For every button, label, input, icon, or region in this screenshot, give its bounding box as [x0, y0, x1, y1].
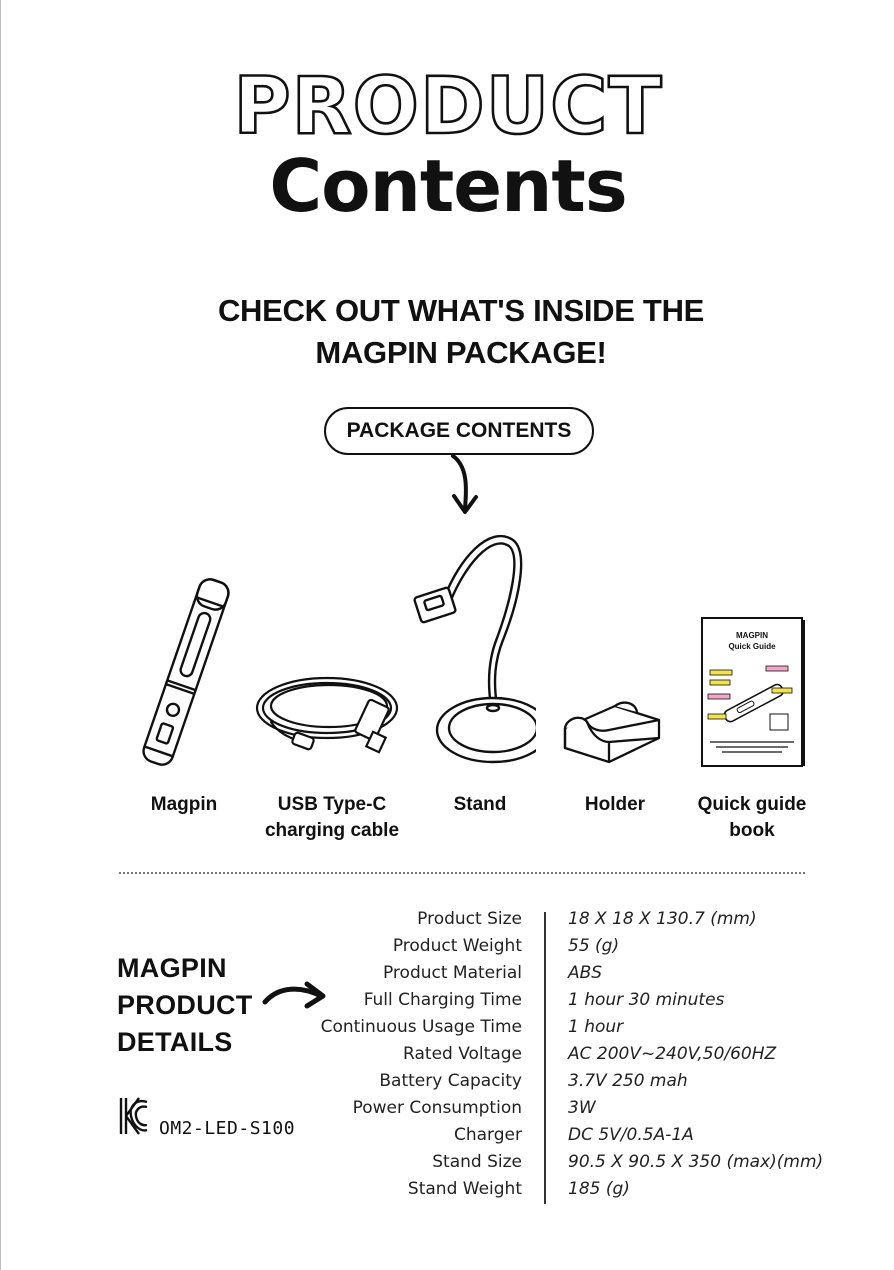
title-product: PRODUCT	[232, 62, 663, 152]
spec-label: Battery Capacity	[379, 1071, 522, 1091]
title-contents: Contents	[269, 144, 627, 228]
spec-value: 90.5 X 90.5 X 350 (max)(mm)	[568, 1152, 824, 1172]
spec-label: Product Weight	[392, 936, 522, 956]
spec-label: Power Consumption	[352, 1098, 522, 1118]
item-label-quick-guide: Quick guide book	[697, 794, 807, 841]
down-arrow-icon	[451, 454, 478, 514]
spec-value: ABS	[568, 963, 603, 983]
model-number: OM2-LED-S100	[159, 1118, 296, 1139]
spec-label: Product Size	[417, 909, 522, 929]
spec-label: Charger	[454, 1125, 522, 1145]
spec-value: DC 5V/0.5A-1A	[568, 1125, 694, 1145]
spec-value: 55 (g)	[568, 936, 620, 956]
spec-value: AC 200V~240V,50/60HZ	[568, 1044, 777, 1064]
spec-label: Stand Size	[432, 1152, 522, 1172]
spec-value: 185 (g)	[568, 1179, 630, 1199]
spec-label: Stand Weight	[407, 1179, 522, 1199]
subtitle: CHECK OUT WHAT'S INSIDE THE MAGPIN PACKA…	[1, 290, 894, 374]
spec-value: 1 hour	[568, 1017, 624, 1037]
booklet-subtitle: Quick Guide	[728, 642, 776, 651]
booklet-title: MAGPIN	[736, 631, 768, 640]
spec-value: 18 X 18 X 130.7 (mm)	[568, 909, 757, 929]
spec-value: 1 hour 30 minutes	[568, 990, 725, 1010]
spec-label: Product Material	[382, 963, 522, 983]
item-label-usb-cable: USB Type-C charging cable	[264, 794, 400, 841]
section-divider	[119, 872, 805, 874]
pen-light-icon	[142, 578, 230, 766]
right-arrow-icon	[262, 981, 326, 1009]
subtitle-line-1: CHECK OUT WHAT'S INSIDE THE	[217, 293, 705, 328]
spec-label: Rated Voltage	[403, 1044, 522, 1064]
usb-cable-icon	[255, 676, 399, 754]
item-label-stand: Stand	[453, 794, 507, 815]
item-label-magpin: Magpin	[150, 794, 218, 815]
package-contents-badge: PACKAGE CONTENTS	[324, 407, 594, 455]
holder-icon	[563, 701, 661, 764]
stand-icon	[413, 534, 536, 764]
details-heading-line-1: MAGPIN	[117, 953, 227, 983]
spec-value: 3.7V 250 mah	[568, 1071, 688, 1091]
spec-divider-line	[544, 912, 546, 1204]
details-heading-line-3: DETAILS	[117, 1027, 233, 1057]
item-label-holder: Holder	[584, 794, 646, 815]
details-heading-line-2: PRODUCT	[117, 990, 253, 1020]
book-icon: MAGPIN Quick Guide	[701, 617, 805, 767]
kc-certification-icon	[119, 1097, 148, 1135]
spec-label: Continuous Usage Time	[320, 1017, 522, 1037]
spec-value: 3W	[568, 1098, 596, 1118]
subtitle-line-2: MAGPIN PACKAGE!	[315, 335, 607, 370]
spec-label: Full Charging Time	[363, 990, 522, 1010]
details-heading: MAGPIN PRODUCT DETAILS	[117, 950, 253, 1061]
